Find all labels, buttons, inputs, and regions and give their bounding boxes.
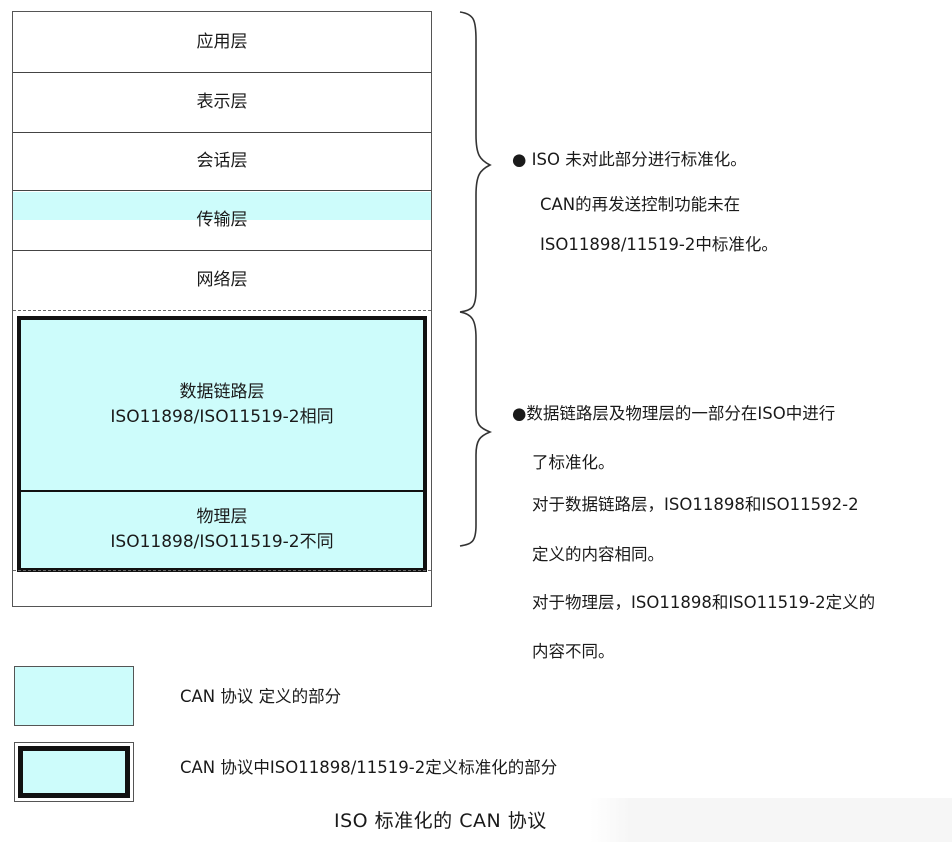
note-lower-line5: 对于物理层，ISO11898和ISO11519-2定义的 bbox=[532, 593, 876, 612]
divider bbox=[13, 190, 431, 191]
note-upper-line2: CAN的再发送控制功能未在 bbox=[540, 195, 741, 214]
transport-highlight-band bbox=[13, 192, 431, 220]
osi-layer-stack: 应用层 表示层 会话层 传输层 网络层 数据链路层 ISO11898/ISO11… bbox=[12, 11, 432, 607]
layer-datalink: 数据链路层 ISO11898/ISO11519-2相同 bbox=[21, 320, 423, 490]
layer-session: 会话层 bbox=[13, 132, 431, 190]
legend-thick-swatch bbox=[18, 746, 130, 798]
note-upper-line3: ISO11898/11519-2中标准化。 bbox=[540, 235, 778, 254]
legend-thin-swatch bbox=[14, 666, 134, 726]
dashed-divider bbox=[13, 570, 431, 571]
note-upper-line1: ● ISO 未对此部分进行标准化。 bbox=[512, 150, 747, 169]
note-lower-line2: 了标准化。 bbox=[532, 453, 615, 472]
note-lower-line6: 内容不同。 bbox=[532, 642, 615, 661]
layer-datalink-standard: ISO11898/ISO11519-2相同 bbox=[110, 407, 334, 427]
layer-session-label: 会话层 bbox=[196, 150, 248, 171]
layer-application: 应用层 bbox=[13, 12, 431, 72]
layer-physical: 物理层 ISO11898/ISO11519-2不同 bbox=[21, 492, 423, 568]
legend-thick-label: CAN 协议中ISO11898/11519-2定义标准化的部分 bbox=[180, 758, 558, 777]
legend-thick-swatch-outer bbox=[14, 742, 134, 802]
layer-transport-label: 传输层 bbox=[196, 209, 248, 230]
note-lower-line1: ●数据链路层及物理层的一部分在ISO中进行 bbox=[512, 404, 836, 423]
layer-application-label: 应用层 bbox=[196, 31, 248, 52]
layer-network-label: 网络层 bbox=[196, 269, 248, 290]
layer-network: 网络层 bbox=[13, 250, 431, 310]
layer-datalink-label: 数据链路层 bbox=[179, 382, 265, 403]
note-lower-line3: 对于数据链路层，ISO11898和ISO11592-2 bbox=[532, 495, 859, 514]
lower-brace bbox=[459, 311, 492, 547]
dashed-divider bbox=[13, 310, 431, 311]
iso-standardized-region: 数据链路层 ISO11898/ISO11519-2相同 物理层 ISO11898… bbox=[17, 316, 427, 572]
layer-presentation: 表示层 bbox=[13, 72, 431, 132]
divider bbox=[13, 72, 431, 73]
layer-presentation-label: 表示层 bbox=[196, 91, 248, 112]
blurred-watermark-region bbox=[590, 798, 952, 842]
legend-thin-label: CAN 协议 定义的部分 bbox=[180, 687, 342, 706]
upper-brace bbox=[459, 11, 492, 313]
note-lower-line4: 定义的内容相同。 bbox=[532, 545, 664, 564]
divider bbox=[13, 132, 431, 133]
divider bbox=[13, 250, 431, 251]
layer-physical-standard: ISO11898/ISO11519-2不同 bbox=[110, 532, 334, 552]
curly-brace-icon bbox=[459, 11, 492, 547]
layer-transport: 传输层 bbox=[13, 190, 431, 250]
divider bbox=[21, 490, 423, 492]
figure-caption: ISO 标准化的 CAN 协议 bbox=[334, 810, 547, 832]
layer-physical-label: 物理层 bbox=[196, 507, 248, 528]
